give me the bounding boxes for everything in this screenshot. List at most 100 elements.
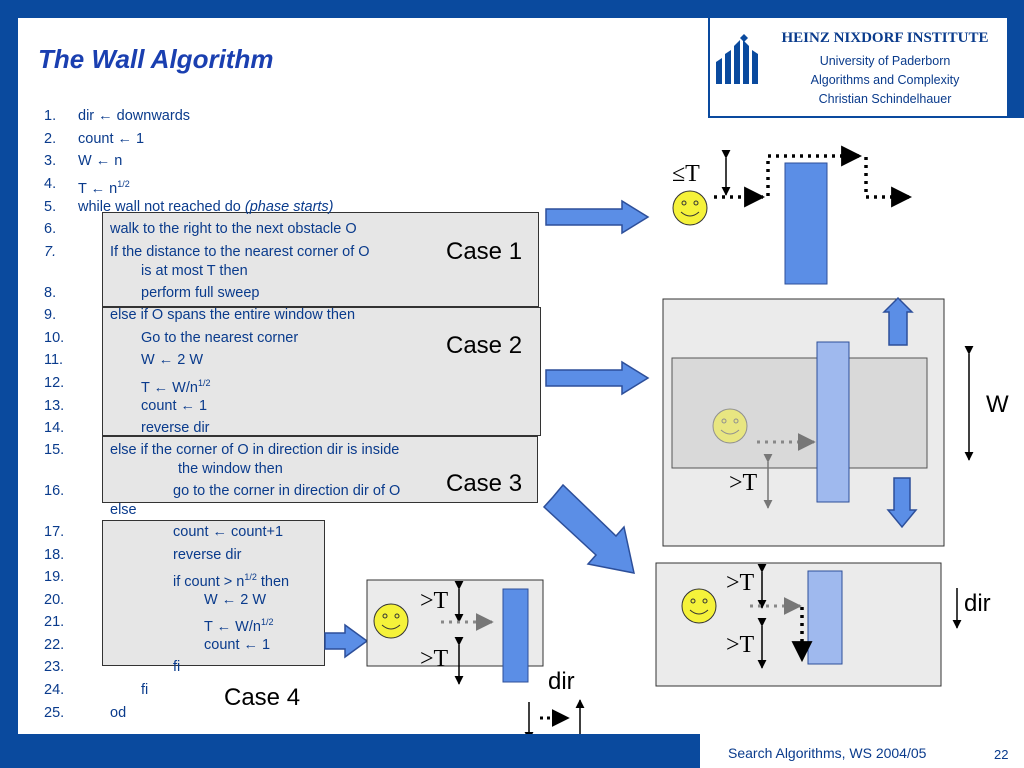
line-number: 2. [44, 131, 57, 147]
slide-title: The Wall Algorithm [38, 44, 274, 74]
algorithm-line: count ← 1 [141, 398, 208, 414]
line-number: 23. [44, 659, 65, 675]
algorithm-line: If the distance to the nearest corner of… [110, 244, 370, 260]
algorithm-line: W ← 2 W [204, 592, 267, 608]
algorithm-line: reverse dir [141, 420, 210, 436]
line-number: 11. [44, 352, 64, 368]
algorithm-line: fi [173, 659, 181, 675]
author-name: Christian Schindelhauer [818, 92, 952, 106]
line-number: 21. [44, 614, 65, 630]
algorithm-line-continued: is at most T then [141, 263, 248, 279]
dir-label: dir [548, 668, 575, 695]
line-number: 3. [44, 153, 57, 169]
line-number: 18. [44, 547, 65, 563]
algorithm-line: T ← W/n1/2 [204, 613, 273, 636]
algorithm-line: while wall not reached do (phase starts) [78, 198, 334, 216]
case3-label: Case 3 [446, 470, 523, 497]
exponent: 1/2 [197, 378, 211, 388]
algorithm-line: Go to the nearest corner [141, 330, 299, 346]
line-number: 8. [44, 285, 57, 301]
algorithm-line: reverse dir [173, 547, 242, 563]
algorithm-line: if count > n1/2 then [173, 568, 289, 591]
page-number: 22 [994, 747, 1009, 762]
gt-t-label: >T [420, 646, 449, 672]
algorithm-line: count ← 1 [78, 131, 145, 147]
logo-panel-inner [710, 18, 1007, 116]
down-arrow-icon [886, 477, 918, 529]
line-number: 7. [44, 244, 57, 260]
footer-text: Search Algorithms, WS 2004/05 [728, 745, 927, 761]
phase-note: (phase starts) [244, 199, 334, 215]
line-text: T ← n [78, 180, 118, 197]
line-number: 4. [44, 176, 57, 192]
case2-arrow-icon [545, 360, 650, 396]
line-number: 6. [44, 221, 57, 237]
obstacle [816, 341, 850, 503]
smiley-icon [672, 190, 708, 226]
case1-box [102, 212, 539, 307]
line-number: 1. [44, 108, 57, 124]
line-number: 9. [44, 307, 57, 323]
le-t-label: ≤T [672, 161, 700, 187]
algorithm-line: walk to the right to the next obstacle O [110, 221, 357, 237]
algorithm-line: else if the corner of O in direction dir… [110, 442, 400, 458]
footer-band [0, 734, 700, 768]
institute-name: HEINZ NIXDORF INSTITUTE [781, 30, 989, 46]
algorithm-line: fi [141, 682, 149, 698]
smiley-icon [373, 603, 409, 639]
algorithm-line: dir ← downwards [78, 108, 191, 124]
smiley-icon [681, 588, 717, 624]
case1-arrow-icon [545, 199, 650, 235]
line-text: if count > n [173, 573, 245, 590]
line-text: then [256, 573, 290, 590]
line-text: while wall not reached do [78, 199, 245, 215]
case1-label: Case 1 [446, 238, 523, 265]
w-label: W [986, 391, 1009, 418]
university-name: University of Paderborn [819, 54, 951, 68]
gt-t-label: >T [420, 588, 449, 614]
algorithm-line: else [110, 502, 137, 518]
header-band [0, 0, 710, 18]
line-number: 20. [44, 592, 65, 608]
case4-arrow-icon [324, 623, 369, 659]
left-band [0, 18, 18, 768]
algorithm-line: go to the corner in direction dir of O [173, 483, 401, 499]
line-number: 25. [44, 705, 65, 721]
line-number: 10. [44, 330, 65, 346]
case3-arrow-icon [542, 483, 635, 574]
case4-label: Case 4 [224, 684, 301, 711]
algorithm-line: W ← n [78, 153, 123, 169]
exponent: 1/2 [260, 617, 274, 627]
case2-box [102, 307, 541, 436]
dir-label: dir [964, 590, 991, 617]
exponent: 1/2 [244, 572, 257, 582]
line-number: 16. [44, 483, 65, 499]
obstacle [807, 570, 843, 665]
gt-t-label: >T [726, 570, 755, 596]
line-number: 22. [44, 637, 65, 653]
case3-box [102, 436, 538, 503]
gt-t-label: >T [729, 470, 758, 496]
line-number: 15. [44, 442, 65, 458]
obstacle [784, 162, 828, 285]
case2-label: Case 2 [446, 332, 523, 359]
line-number: 24. [44, 682, 65, 698]
line-text: T ← W/n [204, 618, 261, 635]
line-number: 19. [44, 569, 65, 585]
line-text: T ← W/n [141, 379, 198, 396]
algorithm-line: T ← W/n1/2 [141, 374, 210, 397]
line-number: 13. [44, 398, 65, 414]
line-number: 17. [44, 524, 65, 540]
algorithm-line-continued: the window then [178, 461, 283, 477]
group-name: Algorithms and Complexity [810, 73, 960, 87]
algorithm-line: od [110, 705, 127, 721]
algorithm-line: else if O spans the entire window then [110, 307, 356, 323]
smiley-icon [712, 408, 748, 444]
algorithm-line: count ← 1 [204, 637, 271, 653]
up-arrow-icon [882, 296, 914, 346]
line-number: 12. [44, 375, 65, 391]
algorithm-line: count ← count+1 [173, 524, 284, 540]
line-number: 14. [44, 420, 65, 436]
case4-box [102, 520, 325, 666]
gt-t-label: >T [726, 632, 755, 658]
